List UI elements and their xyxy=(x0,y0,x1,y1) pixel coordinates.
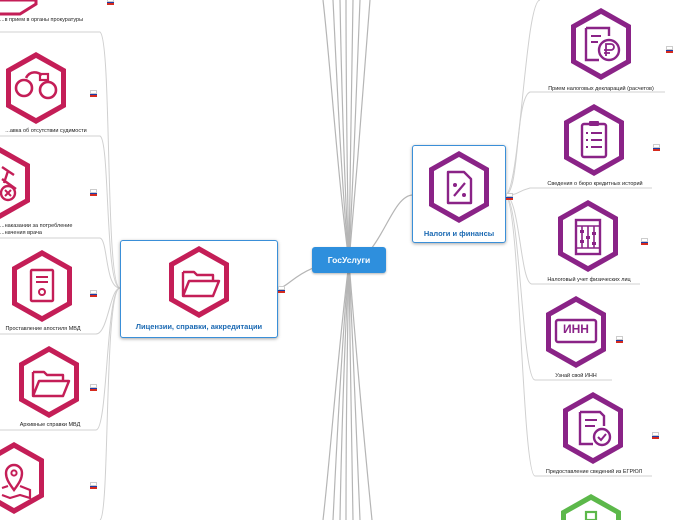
left-item-drug-penalty[interactable]: ...наказании за потребление ...начения в… xyxy=(0,145,100,237)
branch-taxes[interactable]: Налоги и финансы xyxy=(412,145,506,243)
flag-icon xyxy=(90,482,97,489)
clipboard-list-icon xyxy=(564,104,624,176)
flag-icon xyxy=(616,336,623,343)
flag-icon xyxy=(90,90,97,97)
right-item-tax-declarations[interactable]: Прием налоговых деклараций (расчетов) xyxy=(530,4,680,94)
root-connectors xyxy=(277,0,414,520)
flag-icon xyxy=(652,432,659,439)
right-item-egrul[interactable]: Предоставление сведений из ЕГРЮЛ xyxy=(535,388,675,478)
right-item-inn[interactable]: ИНН Узнай свой ИНН xyxy=(535,292,635,382)
left-item-label: ...в прием в органы прокуратуры xyxy=(0,17,84,23)
right-item-partial[interactable] xyxy=(555,492,635,520)
left-item-location[interactable] xyxy=(0,438,100,520)
flag-icon xyxy=(90,189,97,196)
ruble-document-icon xyxy=(571,8,631,80)
flag-icon xyxy=(666,46,673,53)
shield-icon xyxy=(0,0,38,16)
right-item-label: Сведения о бюро кредитных историй xyxy=(547,181,643,187)
flag-icon xyxy=(506,193,513,200)
abacus-icon xyxy=(558,200,618,272)
right-item-credit-bureau[interactable]: Сведения о бюро кредитных историй xyxy=(530,100,670,190)
folder-open-icon xyxy=(169,246,229,318)
certificate-icon xyxy=(12,250,72,322)
flag-icon xyxy=(90,384,97,391)
left-item-apostille[interactable]: Проставление апостиля МВД xyxy=(0,246,100,334)
left-item-label: ...авка об отсутствии судимости xyxy=(5,128,87,134)
right-item-label: Прием налоговых деклараций (расчетов) xyxy=(548,86,654,92)
left-item-criminal-record[interactable]: ...авка об отсутствии судимости xyxy=(0,48,100,136)
folder-icon xyxy=(19,346,79,418)
right-item-tax-accounting[interactable]: Налоговый учет физических лиц xyxy=(532,196,662,286)
flag-icon xyxy=(641,238,648,245)
document-check-icon xyxy=(563,392,623,464)
flag-icon xyxy=(90,290,97,297)
branch-licenses[interactable]: Лицензии, справки, аккредитации xyxy=(120,240,278,338)
right-item-label: Предоставление сведений из ЕГРЮЛ xyxy=(545,469,643,475)
green-document-icon xyxy=(561,494,621,520)
left-item-label: Проставление апостиля МВД xyxy=(5,326,81,332)
flag-icon xyxy=(653,144,660,151)
right-item-label: Узнай свой ИНН xyxy=(555,373,597,379)
branch-licenses-title: Лицензии, справки, аккредитации xyxy=(135,322,263,331)
syringe-icon xyxy=(0,147,30,219)
percent-document-icon xyxy=(429,151,489,223)
right-item-label: Налоговый учет физических лиц xyxy=(547,277,631,283)
flag-icon xyxy=(107,0,114,5)
branch-taxes-title: Налоги и финансы xyxy=(423,229,495,238)
map-pin-icon xyxy=(0,442,44,514)
handcuffs-icon xyxy=(6,52,66,124)
left-item-archive[interactable]: Архивные справки МВД xyxy=(0,342,100,430)
left-connectors xyxy=(0,31,121,520)
root-node[interactable]: ГосУслуги xyxy=(312,247,386,273)
left-item-label: ...наказании за потребление ...начения в… xyxy=(0,223,73,236)
inn-icon xyxy=(546,296,606,368)
left-item-prosecutor[interactable]: ...в прием в органы прокуратуры xyxy=(0,0,118,34)
flag-icon xyxy=(278,286,285,293)
left-item-label: Архивные справки МВД xyxy=(19,422,81,428)
inn-icon-text: ИНН xyxy=(563,322,589,336)
